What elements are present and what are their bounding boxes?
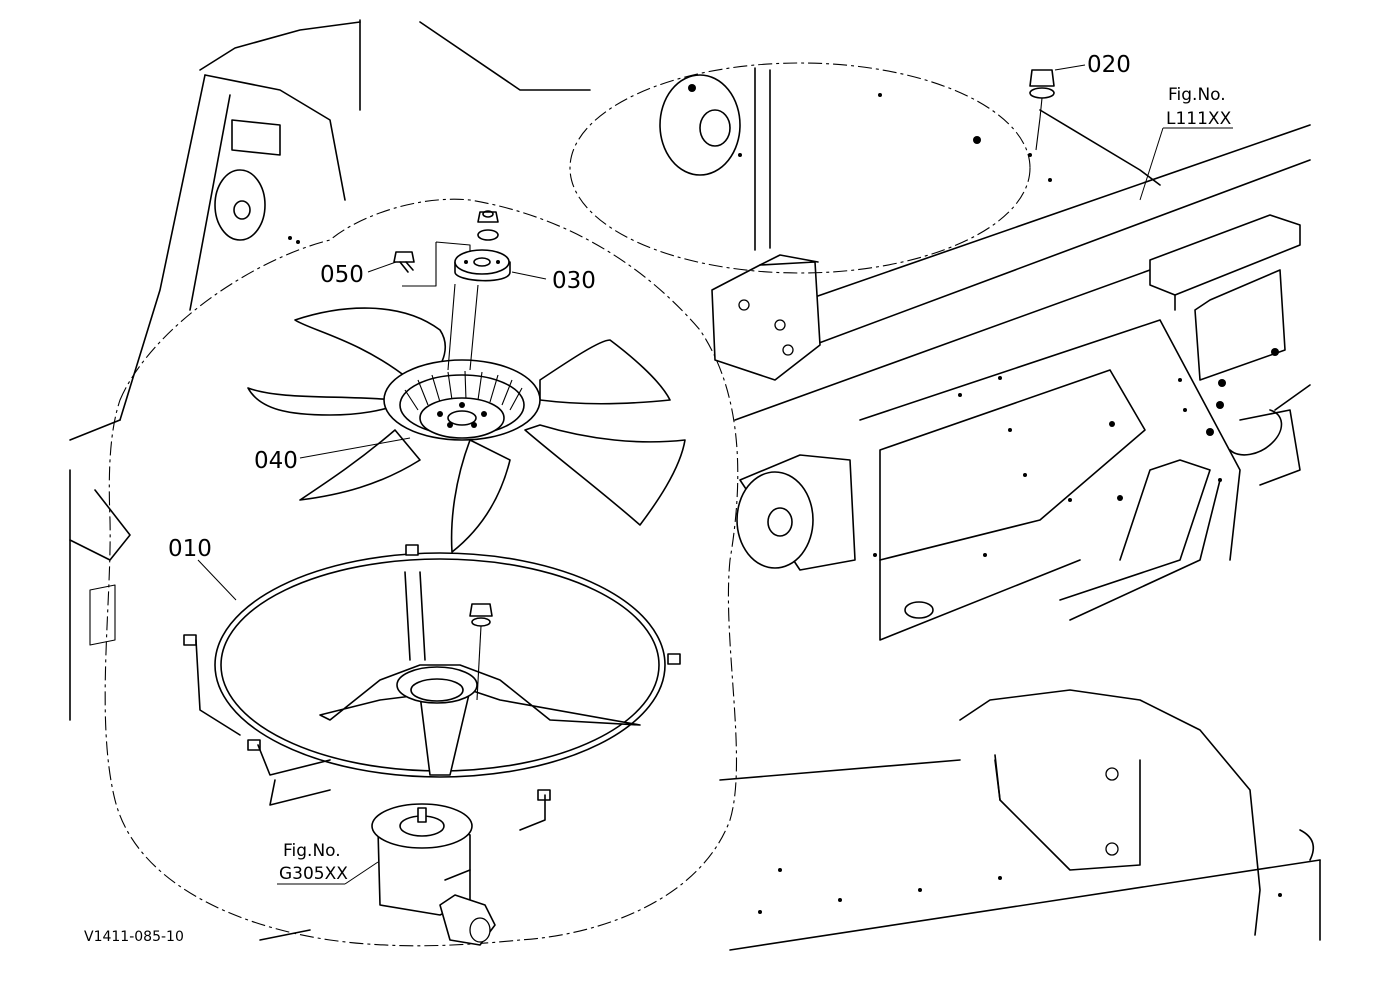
- detail-view-outline: [104, 198, 739, 947]
- callout-030: 030: [552, 268, 596, 294]
- diagram-code: V1411-085-10: [84, 929, 184, 945]
- fan-blade-assembly: [247, 307, 686, 553]
- callout-020: 020: [1087, 52, 1131, 78]
- machine-frame: [69, 19, 1321, 951]
- fan-blade: [450, 439, 511, 553]
- fig-ref-upper-prefix: Fig.No.: [1168, 85, 1226, 105]
- nut-and-washer: [477, 210, 499, 241]
- fig-ref-lower-number: G305XX: [279, 864, 348, 884]
- shroud-bolt: [469, 603, 493, 701]
- callout-010: 010: [168, 536, 212, 562]
- fan-blade: [524, 424, 686, 526]
- fan-spacer: [454, 249, 511, 282]
- fan-blade: [247, 387, 396, 416]
- bolt-050: [393, 251, 415, 273]
- fig-ref-upper-number: L111XX: [1166, 109, 1232, 129]
- leader-lines: [197, 64, 1233, 885]
- bolt-020: [1029, 69, 1055, 151]
- callout-050: 050: [320, 262, 364, 288]
- callout-040: 040: [254, 448, 298, 474]
- fan-blade: [294, 307, 446, 381]
- fan-blade: [299, 429, 421, 501]
- fan-blade: [539, 339, 671, 405]
- hydraulic-pump: [371, 803, 496, 946]
- fan-shroud-ring: [183, 544, 681, 831]
- fig-ref-lower-prefix: Fig.No.: [283, 841, 341, 861]
